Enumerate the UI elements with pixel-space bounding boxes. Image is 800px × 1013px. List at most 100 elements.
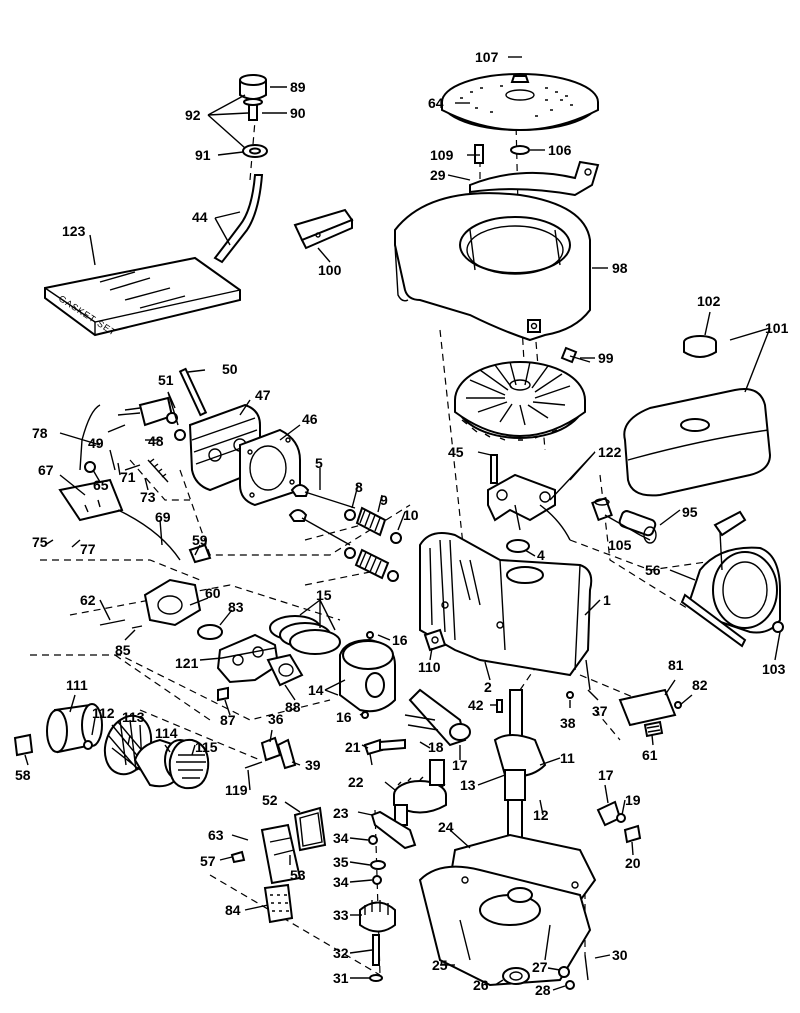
callout-label: 36 [268, 711, 284, 727]
callout-label: 33 [333, 907, 349, 923]
crankcase-cover [418, 833, 597, 987]
callout-label: 99 [598, 350, 614, 366]
recoil-starter [680, 510, 784, 648]
callout-label: 85 [115, 642, 131, 658]
bracket-100 [293, 208, 354, 250]
breather-assembly [230, 806, 327, 924]
callout-label: 78 [32, 425, 48, 441]
misc-plates [496, 659, 682, 738]
callout-label: 112 [92, 705, 115, 721]
callout-label: 71 [120, 469, 136, 485]
callout-label: 32 [333, 945, 349, 961]
callout-label: 18 [428, 739, 444, 755]
callout-label: 23 [333, 805, 349, 821]
crankshaft [493, 689, 547, 856]
callout-label: 16 [336, 709, 352, 725]
callout-label: 75 [32, 534, 48, 550]
tank-bushings [591, 496, 657, 544]
callout-label: 111 [66, 677, 88, 693]
callout-label: 34 [333, 830, 349, 846]
callout-label: 101 [765, 320, 789, 336]
callout-label: 13 [460, 777, 476, 793]
callout-label: 19 [625, 792, 641, 808]
cover-fasteners [502, 954, 589, 990]
flywheel [454, 361, 586, 441]
callout-label: 38 [560, 715, 576, 731]
callout-label: 26 [473, 977, 489, 993]
callout-label: 15 [316, 587, 332, 603]
callout-label: 92 [185, 107, 201, 123]
callout-label: 109 [430, 147, 454, 163]
fuel-shutoff-parts [213, 74, 268, 264]
callout-label: 65 [93, 477, 109, 493]
callout-label: 73 [140, 489, 156, 505]
callout-label: 95 [682, 504, 698, 520]
callout-label: 49 [88, 435, 104, 451]
callout-label: 110 [418, 659, 441, 675]
seal-4 [506, 539, 530, 553]
callout-label: 29 [430, 167, 446, 183]
callout-label: 67 [38, 462, 54, 478]
callout-label: 122 [598, 444, 622, 460]
head-gasket [239, 428, 301, 507]
callout-label: 50 [222, 361, 238, 377]
air-cleaner [13, 703, 210, 790]
callout-label: 37 [592, 703, 608, 719]
callout-label: 82 [692, 677, 708, 693]
callout-label: 52 [262, 792, 278, 808]
callout-label: 22 [348, 774, 364, 790]
callout-label: 63 [208, 827, 224, 843]
intake-parts [99, 543, 212, 629]
ignition-coil [487, 454, 571, 541]
callout-label: 100 [318, 262, 342, 278]
callout-label: 51 [158, 372, 174, 388]
callout-label: 12 [533, 807, 549, 823]
callout-label: 16 [392, 632, 408, 648]
callout-label: 77 [80, 541, 96, 557]
callout-label: 119 [225, 782, 248, 798]
callout-label: 115 [195, 739, 218, 755]
callout-label: 59 [192, 532, 208, 548]
rotating-screen [441, 73, 599, 131]
carburetor [197, 624, 304, 702]
callout-label: 46 [302, 411, 318, 427]
callout-label: 39 [305, 757, 321, 773]
callout-label: 103 [762, 661, 786, 677]
engine-block [419, 532, 593, 677]
callout-label: 1 [603, 592, 611, 608]
callout-label: 53 [290, 867, 306, 883]
callout-label: 11 [560, 750, 575, 766]
callout-label: 47 [255, 387, 271, 403]
callout-label: 17 [452, 757, 468, 773]
callout-label: 25 [432, 957, 448, 973]
callout-label: 84 [225, 902, 241, 918]
callout-label: 9 [380, 492, 388, 508]
gasket-set: GASKET SET [44, 256, 241, 338]
callout-labels: 107 64 89 92 90 106 109 91 29 44 123 100… [15, 49, 789, 998]
callout-label: 57 [200, 853, 216, 869]
callout-label: 69 [155, 509, 171, 525]
leader-lines [24, 56, 781, 991]
cam-gear [393, 759, 447, 826]
fuel-tank [623, 335, 772, 497]
callout-label: 17 [598, 767, 614, 783]
callout-label: 90 [290, 105, 306, 121]
callout-label: 60 [205, 585, 221, 601]
callout-label: 8 [355, 479, 363, 495]
callout-label: 56 [645, 562, 661, 578]
callout-label: 121 [175, 655, 199, 671]
callout-label: 81 [668, 657, 684, 673]
callout-label: 64 [428, 95, 444, 111]
callout-label: 10 [403, 507, 419, 523]
callout-label: 61 [642, 747, 658, 763]
callout-label: 31 [333, 970, 349, 986]
callout-label: 88 [285, 699, 301, 715]
callout-label: 4 [537, 547, 545, 563]
callout-label: 2 [484, 679, 492, 695]
governor-gear [359, 835, 396, 982]
callout-label: 83 [228, 599, 244, 615]
spark-plug-parts [117, 367, 208, 441]
callout-label: 20 [625, 855, 641, 871]
piston-rings [269, 615, 341, 655]
